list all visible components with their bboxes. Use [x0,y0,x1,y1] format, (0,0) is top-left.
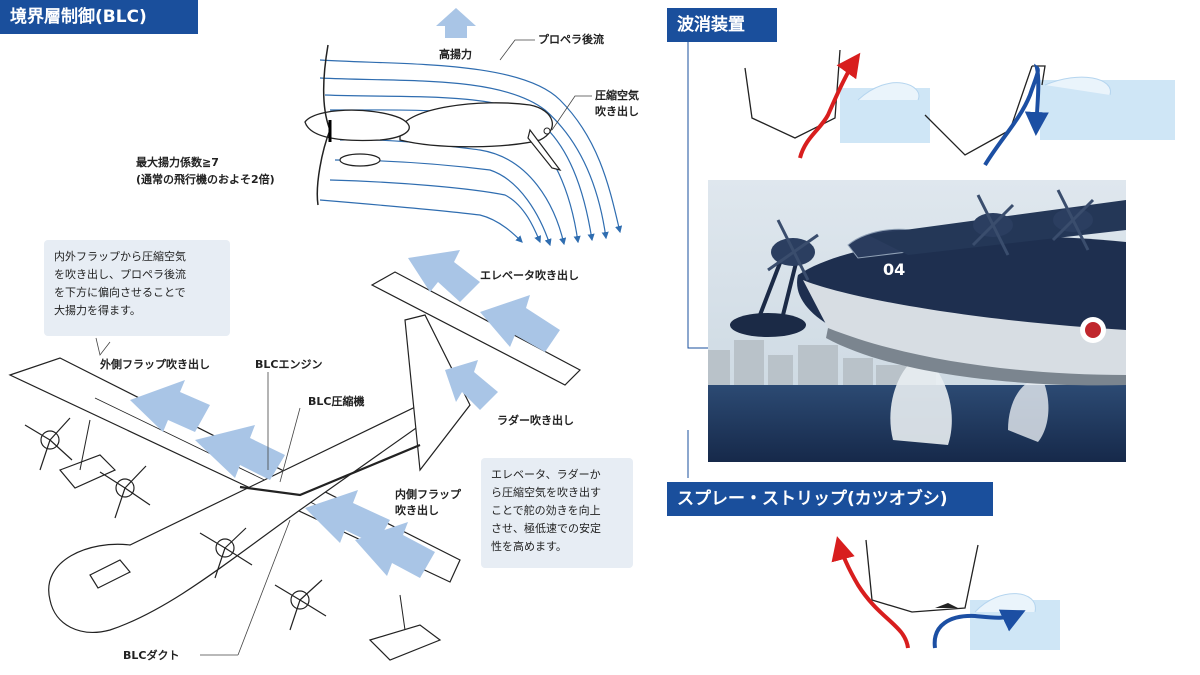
compressed-air-label: 圧縮空気 [595,89,639,102]
blc-engine-label: BLCエンジン [255,358,323,371]
tail-explanation-callout: エレベータ、ラダーか ら圧縮空気を吹き出す ことで舵の効きを向上 させ、極低速で… [481,458,633,568]
tail-number: 04 [883,260,905,279]
high-lift-label: 高揚力 [439,48,472,61]
wave-suppression-diagram [687,40,1175,349]
blc-compressor-label: BLC圧縮機 [308,395,365,408]
inner-flap-label: 内側フラップ [395,488,461,501]
blowout-arrows [130,250,560,578]
wave-suppression-title: 波消装置 [667,8,777,42]
blc-duct-label: BLCダクト [123,649,180,662]
blc-duct-line [239,443,421,497]
blc-section-title: 境界層制御(BLC) [0,0,198,34]
inner-flap-blowout-label: 吹き出し [395,504,439,517]
seaplane-photo: 04 [708,180,1126,462]
lift-up-arrow-icon [436,8,476,38]
max-lift-note-label: (通常の飛行機のおよそ2倍) [136,173,275,186]
max-lift-coefficient-label: 最大揚力係数≧7 [136,156,219,169]
outer-flap-label: 外側フラップ吹き出し [100,358,210,371]
rudder-label: ラダー吹き出し [497,414,574,427]
airflow-diagram [304,8,623,247]
spray-strip-diagram [687,430,1060,650]
flap-explanation-callout: 内外フラップから圧縮空気 を吹き出し、プロペラ後流 を下方に偏向させることで 大… [44,240,230,336]
blowout-label: 吹き出し [595,105,639,118]
spray-strip-title: スプレー・ストリップ(カツオブシ) [667,482,993,516]
prop-wash-label: プロペラ後流 [538,33,604,46]
elevator-label: エレベータ吹き出し [480,269,579,282]
